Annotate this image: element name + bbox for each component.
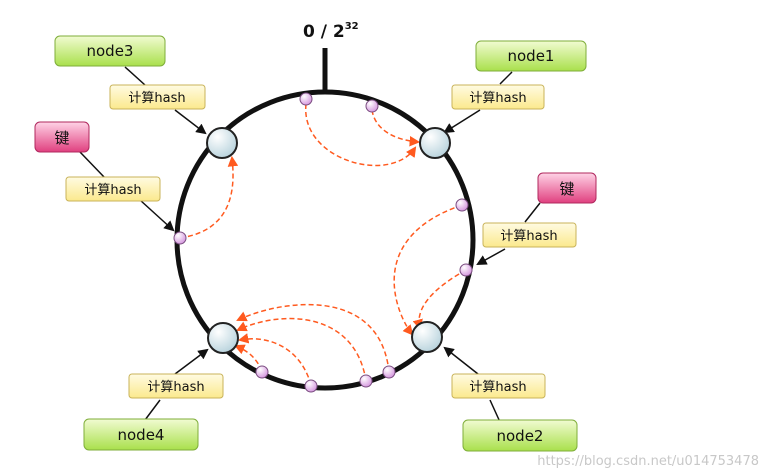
key-label: 键 <box>559 180 574 198</box>
ring-label: 0 / 232 <box>303 21 359 42</box>
key-point <box>359 374 373 388</box>
hash-box-node1 <box>451 84 545 110</box>
hash-text: 计算hash <box>84 183 141 198</box>
hash-text: 计算hash <box>469 91 526 106</box>
hash-box-node3 <box>109 84 206 110</box>
arrow-right-to-node2 <box>393 204 463 336</box>
node3-label: node3 <box>87 42 134 60</box>
arrow-b1-to-node4 <box>236 303 390 373</box>
node3-box <box>54 35 166 67</box>
key-label: 键 <box>54 129 69 147</box>
arrow-b2-to-node4 <box>236 317 367 382</box>
key-box-right <box>537 172 597 204</box>
key-point <box>304 379 318 393</box>
hash-text: 计算hash <box>500 229 557 244</box>
hash-box-key-right <box>482 222 577 248</box>
arrow-top2-to-node1 <box>371 109 421 147</box>
node2-box <box>462 419 578 452</box>
node3-circle <box>206 127 238 159</box>
mapping-arrows <box>179 103 467 386</box>
key-point <box>173 231 187 245</box>
node1-circle <box>419 127 451 159</box>
key-point <box>299 92 313 106</box>
hash-text: 计算hash <box>469 380 526 395</box>
hash-text: 计算hash <box>147 380 204 395</box>
node2-circle <box>411 321 443 353</box>
key-point <box>459 263 473 277</box>
node4-label: node4 <box>118 426 165 444</box>
key-point <box>455 198 469 212</box>
arrow-right2-to-node2 <box>412 269 467 331</box>
hash-box-key-left <box>65 176 161 202</box>
key-box-left <box>34 121 90 153</box>
node4-box <box>83 418 199 451</box>
connector-lines <box>79 66 541 423</box>
node2-label: node2 <box>497 427 544 445</box>
watermark: https://blog.csdn.net/u014753478 <box>537 454 759 469</box>
key-points <box>173 92 473 393</box>
node-labels: node1 node3 node2 node4 <box>54 35 587 452</box>
arrow-b3-to-node4 <box>237 333 312 386</box>
arrow-top-to-node1 <box>305 103 417 167</box>
node4-circle <box>207 322 239 354</box>
node1-box <box>475 40 587 72</box>
key-point <box>382 365 396 379</box>
node1-label: node1 <box>508 47 555 65</box>
key-point <box>365 99 379 113</box>
hash-box-node4 <box>128 373 224 399</box>
key-point <box>255 365 269 379</box>
hash-text: 计算hash <box>128 91 185 106</box>
hash-labels: 计算hash 计算hash 计算hash 计算hash 计算hash 计算has… <box>65 84 577 399</box>
arrow-left-to-node3 <box>179 155 239 239</box>
hash-box-node2 <box>451 373 546 399</box>
key-labels: 键 键 <box>34 121 597 204</box>
